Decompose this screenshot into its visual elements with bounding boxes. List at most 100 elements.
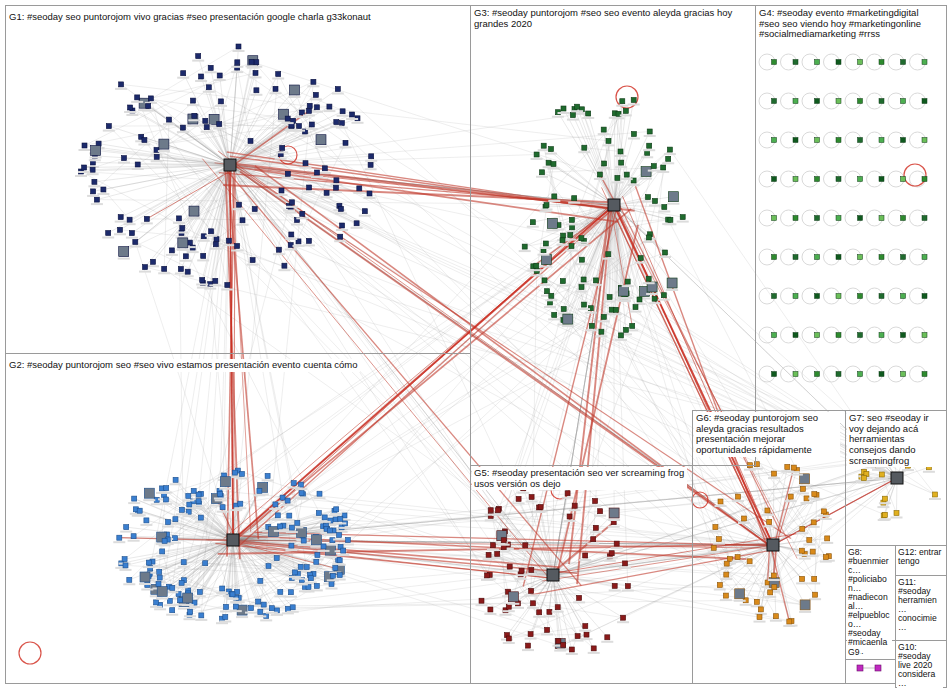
network-edge <box>183 128 230 165</box>
vertex-label-mark <box>90 157 102 159</box>
vertex-label-mark <box>590 284 602 286</box>
self-loop <box>904 164 926 186</box>
vertex <box>307 108 312 113</box>
vertex-label-mark <box>273 253 285 255</box>
vertex-label-mark <box>147 265 159 267</box>
vertex <box>772 177 777 182</box>
network-edge <box>336 188 774 576</box>
vertex-label-mark <box>166 254 178 256</box>
vertex <box>179 507 184 512</box>
network-edge <box>96 151 230 166</box>
vertex-label-mark <box>236 477 248 479</box>
vertex-label-mark <box>270 92 282 94</box>
vertex-label-mark <box>184 615 196 617</box>
vertex <box>879 177 884 182</box>
vertex-label-mark <box>75 175 87 177</box>
vertex <box>652 296 657 301</box>
vertex-label-mark <box>139 271 151 273</box>
vertex <box>311 535 321 545</box>
vertex-label-mark <box>337 115 349 117</box>
vertex <box>316 511 321 516</box>
network-edge <box>303 494 773 545</box>
vertex-label-mark <box>203 91 215 93</box>
vertex-label-mark <box>613 117 625 119</box>
vertex-label-mark <box>184 618 196 620</box>
vertex-label-mark <box>227 598 239 600</box>
vertex-label-mark <box>233 208 245 210</box>
network-edge <box>558 225 638 571</box>
vertex <box>200 278 205 283</box>
vertex-label-mark <box>337 554 349 556</box>
vertex-label-mark <box>319 172 331 174</box>
vertex-label-mark <box>160 503 172 505</box>
vertex <box>815 255 820 260</box>
vertex <box>156 582 161 587</box>
vertex-label-mark <box>187 125 199 127</box>
vertex <box>631 132 636 137</box>
vertex-label-mark <box>250 76 262 78</box>
vertex-label-mark <box>303 114 315 116</box>
vertex <box>177 216 182 221</box>
self-loop <box>692 492 708 508</box>
vertex-label-mark <box>346 118 358 120</box>
vertex <box>146 560 151 565</box>
vertex <box>127 577 132 582</box>
vertex <box>339 206 344 211</box>
network-edge <box>588 114 614 206</box>
vertex <box>295 520 300 525</box>
vertex-label-mark <box>141 589 153 591</box>
vertex <box>579 257 584 262</box>
vertex-label-mark <box>323 110 335 112</box>
vertex <box>220 505 225 510</box>
network-edge <box>198 56 230 165</box>
network-edge <box>509 626 586 638</box>
vertex-label-mark <box>578 308 590 310</box>
vertex <box>178 267 183 272</box>
vertex-label-mark <box>263 570 275 572</box>
vertex-label-mark <box>300 167 312 169</box>
edge-layer <box>81 47 935 669</box>
network-edge <box>230 165 881 463</box>
network-edge <box>614 205 773 545</box>
vertex <box>206 85 211 90</box>
vertex <box>299 490 304 495</box>
vertex <box>666 156 671 161</box>
vertex <box>148 96 153 101</box>
network-edge <box>291 245 897 478</box>
vertex <box>307 103 312 108</box>
vertex <box>367 191 372 196</box>
network-edge <box>239 204 619 546</box>
vertex <box>630 323 635 328</box>
network-edge <box>336 122 897 478</box>
vertex <box>154 600 159 605</box>
vertex <box>265 473 270 478</box>
vertex-label-mark <box>575 242 587 244</box>
vertex <box>345 538 350 543</box>
network-edge <box>773 474 774 545</box>
vertex <box>233 604 238 609</box>
vertex <box>144 488 154 498</box>
vertex <box>362 209 367 214</box>
network-edge <box>533 603 623 617</box>
vertex-label-mark <box>199 567 211 569</box>
vertex <box>582 302 587 307</box>
network-edge <box>602 187 772 547</box>
vertex <box>273 502 278 507</box>
vertex <box>901 177 906 182</box>
vertex <box>278 589 283 594</box>
vertex-label-mark <box>177 77 189 79</box>
vertex <box>288 590 293 595</box>
vertex <box>164 486 169 491</box>
vertex <box>329 582 334 587</box>
vertex <box>575 104 580 109</box>
vertex-label-mark <box>187 251 199 253</box>
vertex <box>327 528 332 533</box>
vertex <box>289 124 294 129</box>
vertex <box>236 44 241 49</box>
vertex <box>667 278 677 288</box>
network-edge <box>252 62 600 175</box>
vertex-label-mark <box>210 248 222 250</box>
vertex <box>922 60 927 65</box>
vertex <box>317 491 322 496</box>
vertex <box>285 498 290 503</box>
